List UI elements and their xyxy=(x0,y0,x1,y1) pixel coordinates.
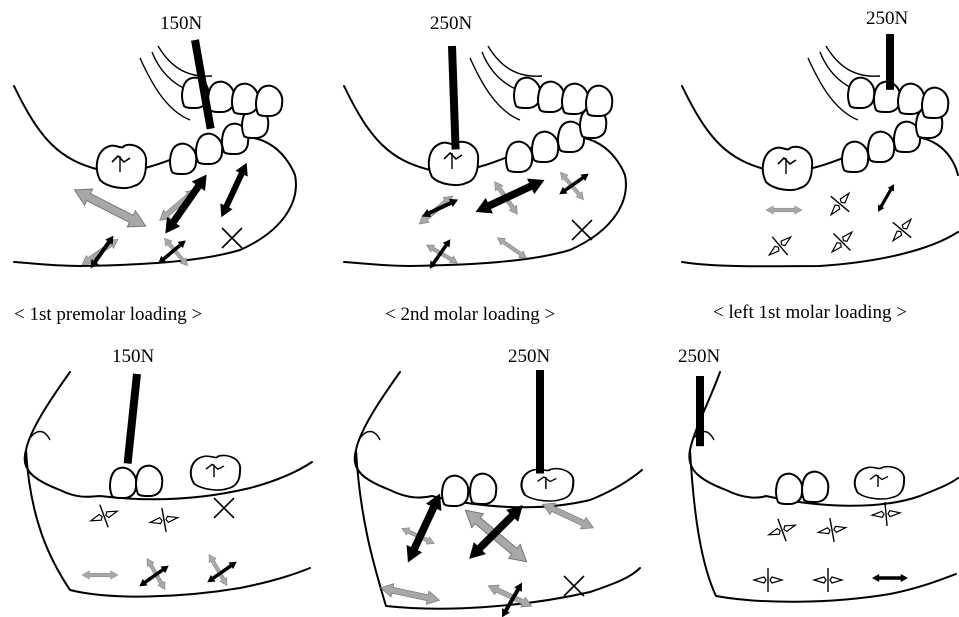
force-label-5: 250N xyxy=(508,346,551,367)
load-arrow-2 xyxy=(448,46,460,150)
tooth-crown-6a xyxy=(776,474,802,504)
panel-2nd-molar: 250N < 2nd molar loading > xyxy=(344,13,626,325)
panel-left-1st-molar: 250N < left 1st molar loading > xyxy=(682,8,958,323)
tension-arrow-2e xyxy=(495,234,529,261)
tooth-crown-3e xyxy=(848,78,874,108)
mandible-outline-5 xyxy=(355,372,642,609)
tooth-crown-4b xyxy=(136,466,162,496)
force-label-1: 150N xyxy=(160,13,203,34)
caption-2: < 2nd molar loading > xyxy=(385,304,555,325)
molar-crown-5a xyxy=(522,469,574,501)
load-arrow-5 xyxy=(536,370,544,474)
compression-arrow-1a xyxy=(159,170,214,238)
compression-arrow-3a xyxy=(875,182,897,213)
tooth-crown-6b xyxy=(802,472,828,502)
molar-crown-3a xyxy=(763,147,812,190)
force-label-4: 150N xyxy=(112,346,155,367)
caption-1: < 1st premolar loading > xyxy=(14,304,202,325)
strain-cross-3b xyxy=(762,228,799,264)
molar-crown-1a xyxy=(97,145,146,188)
tooth-crown-5a xyxy=(442,476,468,506)
panel-1st-premolar: 150N < 1st premolar loading > xyxy=(14,13,296,325)
compression-arrow-6a xyxy=(872,574,908,582)
strain-cross-3c xyxy=(824,224,861,261)
strain-cross-1a xyxy=(222,228,242,248)
tooth-crown-2f xyxy=(538,82,564,112)
compression-arrow-1b xyxy=(215,160,253,220)
tooth-crown-3g xyxy=(898,84,924,114)
strain-cross-4c xyxy=(148,506,180,534)
tooth-crown-3h xyxy=(922,88,948,118)
tension-arrow-3a xyxy=(766,206,802,214)
tooth-crown-1f xyxy=(208,82,234,112)
force-label-6: 250N xyxy=(678,346,721,367)
panel-lateral-2: 250N xyxy=(355,346,642,617)
load-arrow-4 xyxy=(124,374,141,464)
compression-arrow-2b xyxy=(472,172,548,220)
force-label-3: 250N xyxy=(866,8,909,29)
molar-crown-6a xyxy=(855,467,904,499)
tooth-crown-2e xyxy=(514,78,540,108)
tension-arrow-5d xyxy=(379,581,440,607)
tension-arrow-4a xyxy=(82,571,118,579)
load-arrow-6 xyxy=(696,376,704,446)
strain-cross-4b xyxy=(87,500,122,532)
strain-cross-4a xyxy=(214,498,234,518)
strain-cross-6d xyxy=(754,568,782,592)
force-label-2: 250N xyxy=(430,13,473,34)
tooth-crown-1b xyxy=(196,134,222,164)
mandible-outline-4 xyxy=(25,372,312,597)
tooth-crown-4a xyxy=(110,468,136,498)
strain-cross-6b xyxy=(816,516,848,544)
tooth-crown-2h xyxy=(586,86,612,116)
tooth-crown-1a xyxy=(170,144,196,174)
tension-arrow-1d xyxy=(161,236,190,269)
strain-cross-6a xyxy=(765,514,800,546)
strain-cross-3a xyxy=(822,186,858,223)
panel-lateral-3: 250N xyxy=(678,346,958,602)
load-arrow-3 xyxy=(886,34,894,90)
molar-crown-4a xyxy=(191,455,240,490)
strain-cross-2a xyxy=(572,220,592,240)
tooth-crown-3b xyxy=(868,132,894,162)
caption-3: < left 1st molar loading > xyxy=(713,302,907,323)
tooth-crown-1h xyxy=(256,86,282,116)
tooth-crown-3a xyxy=(842,142,868,172)
tooth-crown-5b xyxy=(470,474,496,504)
tooth-crown-2g xyxy=(562,84,588,114)
tooth-crown-2a xyxy=(506,142,532,172)
tooth-crown-2b xyxy=(532,132,558,162)
panel-lateral-1: 150N xyxy=(25,346,312,597)
compression-arrow-4a xyxy=(137,562,171,589)
strain-cross-6e xyxy=(814,568,842,592)
strain-cross-3d xyxy=(884,212,920,249)
tooth-crown-1g xyxy=(232,84,258,114)
strain-cross-5a xyxy=(564,576,584,596)
tension-arrow-1a xyxy=(70,182,149,234)
